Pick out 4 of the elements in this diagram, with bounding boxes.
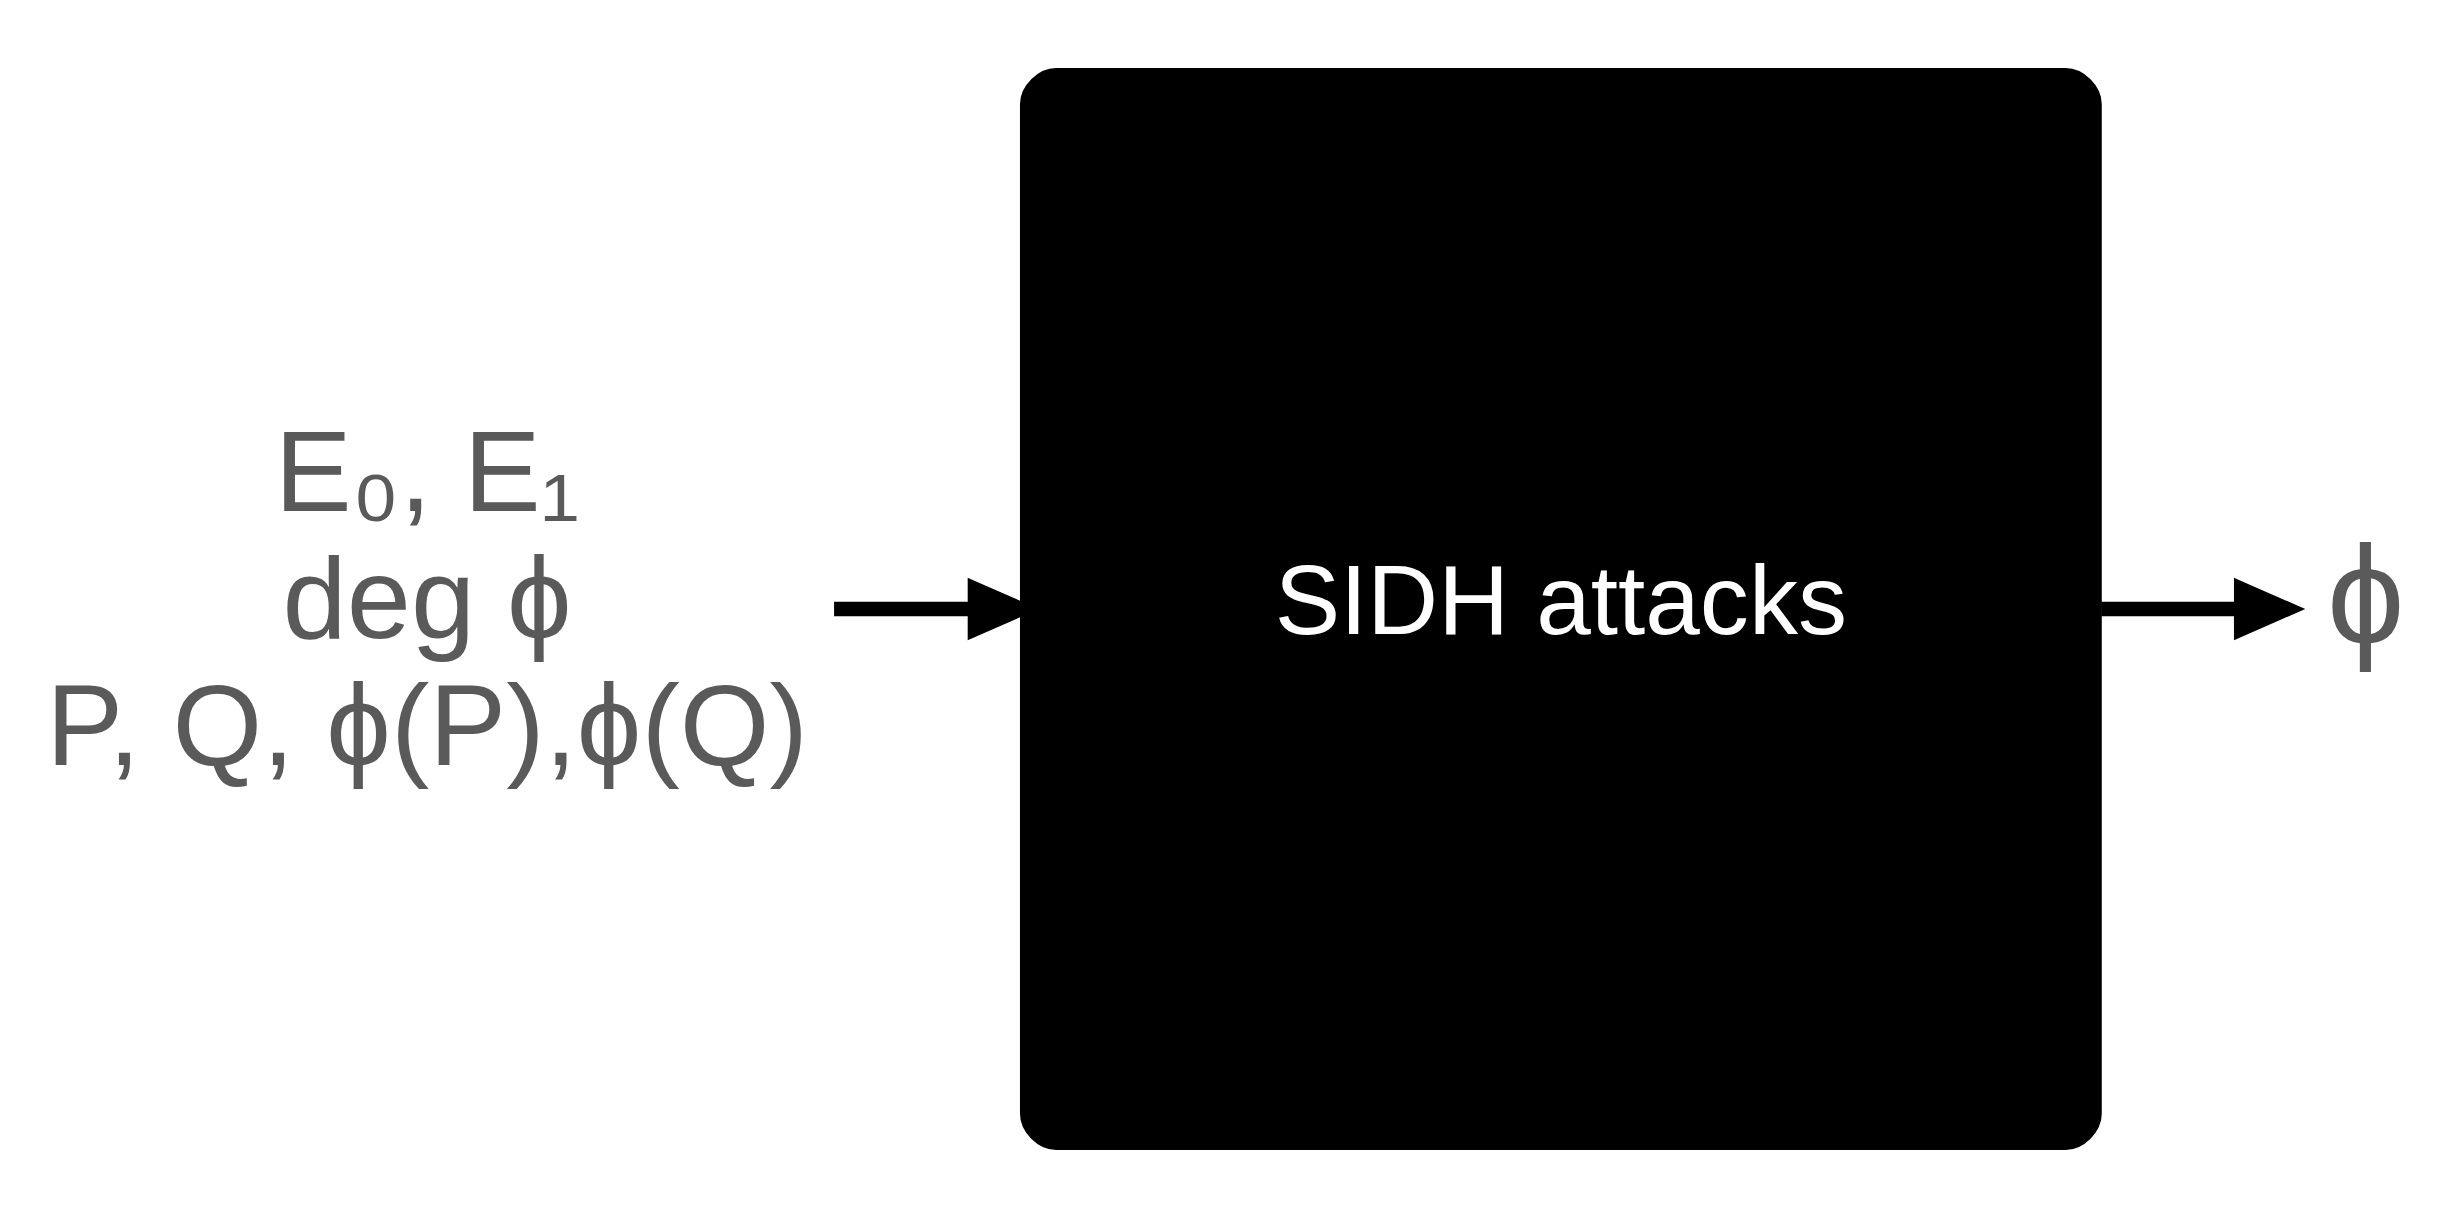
node-box: SIDH attacks [1019, 67, 2102, 1150]
node-text: ϕ [2326, 517, 2405, 672]
arrow [2101, 577, 2306, 640]
node-text: E₀, E₁ deg ϕ P, Q, ϕ(P),ϕ(Q) [46, 406, 808, 789]
